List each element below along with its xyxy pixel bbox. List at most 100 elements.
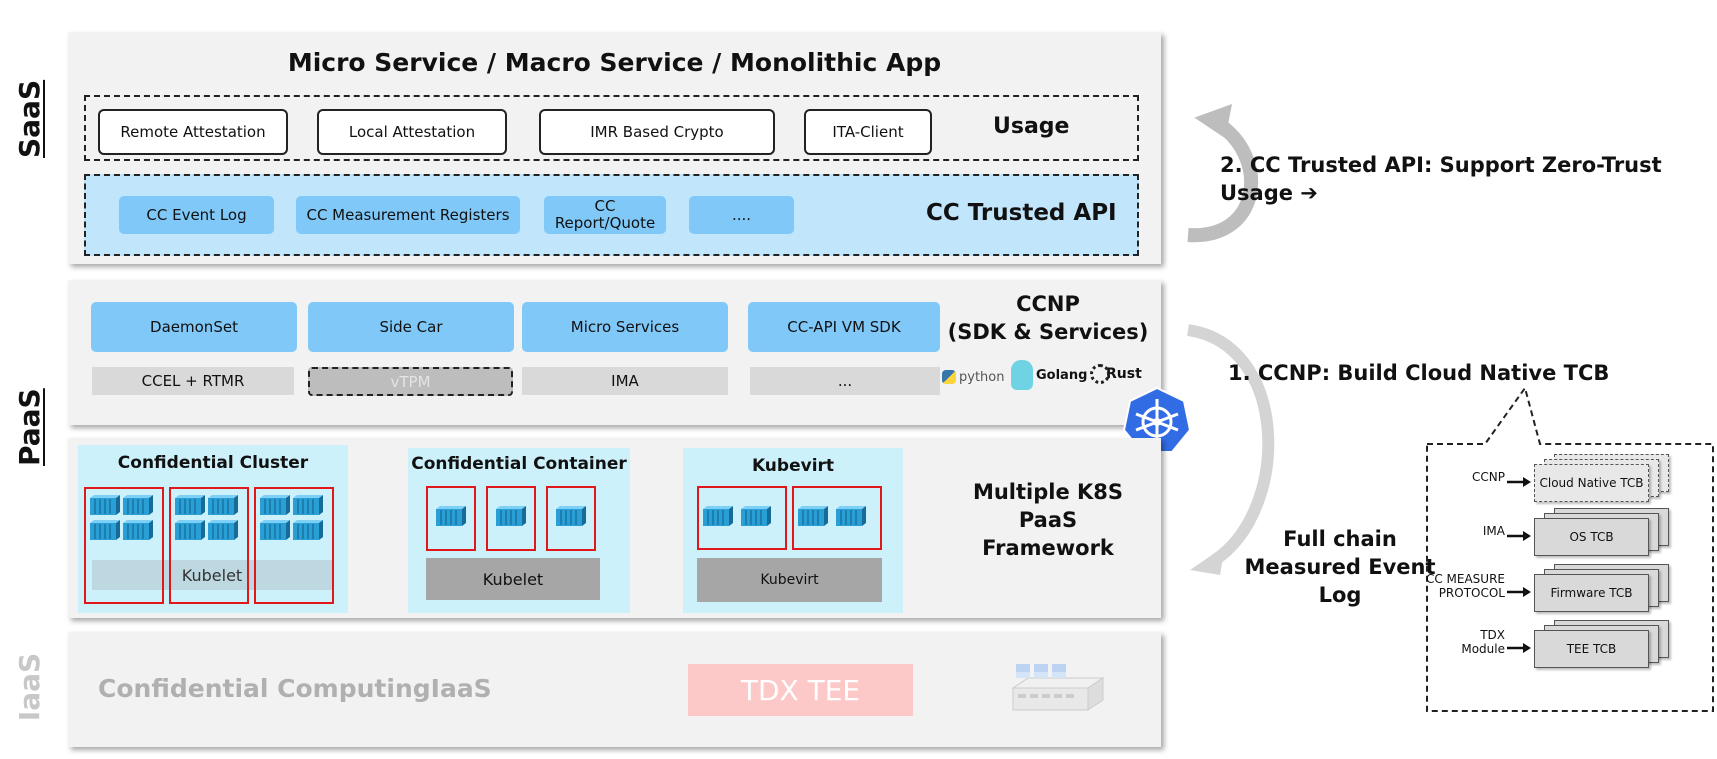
container-icon [836,506,866,528]
ccnp-curve-arrow [1186,324,1275,565]
cc-report-quote-button[interactable]: CC Report/Quote [544,196,666,234]
k8s-panel: Confidential Cluster Kubelet Confidentia… [68,438,1161,618]
rust-label: Rust [1106,366,1142,382]
cc-trusted-api-box: CC Event Log CC Measurement Registers CC… [84,174,1139,256]
ccnp-note: 1. CCNP: Build Cloud Native TCB [1228,361,1610,385]
container-icon [293,520,323,542]
layer-label-paas: PaaS [13,388,46,466]
tcb-box-label: Firmware TCB [1550,586,1633,600]
api-note-line2: Usage ➔ [1220,181,1318,205]
container-icon [90,520,120,542]
kubevirt-title: Kubevirt [751,456,835,476]
full-chain-line3: Log [1318,583,1362,607]
tcb-callout [1426,388,1714,712]
tcb-row-label: CCNP [1472,470,1505,484]
iaas-panel: Confidential ComputingIaaS TDX TEE [68,632,1161,747]
cc-event-log-button[interactable]: CC Event Log [119,196,274,234]
ima-box: IMA [522,367,728,395]
container-icon [496,506,526,528]
side-car-button[interactable]: Side Car [308,302,514,352]
tcb-stack-box: Cloud Native TCB [1534,454,1684,506]
more-api-button[interactable]: .... [689,196,794,234]
api-arrow-head [1194,104,1233,139]
python-logo: python [942,366,1004,388]
tcb-row-label: IMA [1482,524,1505,538]
container-icon [798,506,828,528]
api-curve-arrow [1187,119,1259,243]
container-icon [208,495,238,517]
ccnp-arrow-head [1190,546,1225,575]
kubevirt-base: Kubevirt [697,558,882,602]
container-icon [703,506,733,528]
ccel-rtmr-box: CCEL + RTMR [92,367,294,395]
layer-label-saas: SaaS [13,79,46,158]
python-label: python [959,369,1005,385]
container-group-3 [254,487,334,604]
ccnp-panel: DaemonSet Side Car Micro Services CC-API… [68,280,1161,425]
cc-trusted-api-label: CC Trusted API [926,200,1117,226]
api-note: 2. CC Trusted API: Support Zero-Trust Us… [1220,151,1662,207]
container-box-3 [546,486,596,551]
confidential-cluster-title: Confidential Cluster [117,453,309,473]
rust-gear-icon [1090,364,1110,384]
golang-label: Golang [1036,368,1088,383]
tcb-arrow-icon [1507,526,1531,541]
tcb-arrow-icon [1507,582,1531,597]
ccnp-title: CCNP (SDK & Services) [938,290,1158,346]
container-group-1 [84,487,164,604]
container-icon [260,495,290,517]
vm-box-2 [792,486,882,550]
tcb-arrow-icon [1507,638,1531,653]
k8s-label-line2: PaaS [1018,508,1078,532]
python-icon [942,370,956,384]
rust-logo: Rust [1090,364,1142,384]
vm-box-1 [697,486,787,550]
k8s-label-line1: Multiple K8S [972,480,1124,504]
tcb-row-label: TDX Module [1461,628,1505,656]
kubevirt-cluster: Kubevirt Kubevirt [683,448,903,613]
usage-box: Remote Attestation Local Attestation IMR… [84,95,1139,161]
container-icon [175,495,205,517]
container-icon [90,495,120,517]
iaas-title: Confidential ComputingIaaS [98,674,492,703]
container-icon [175,520,205,542]
cc-measurement-registers-button[interactable]: CC Measurement Registers [296,196,520,234]
more-ccnp-box: ... [750,367,940,395]
tcb-box-label: TEE TCB [1566,642,1617,656]
container-box-1 [426,486,476,551]
container-icon [293,495,323,517]
remote-attestation-button[interactable]: Remote Attestation [98,109,288,155]
tcb-box-label: Cloud Native TCB [1539,476,1644,490]
imr-crypto-button[interactable]: IMR Based Crypto [539,109,775,155]
tcb-row-label: CC MEASURE PROTOCOL [1425,572,1505,600]
k8s-framework-label: Multiple K8S PaaS Framework [948,478,1148,562]
ita-client-button[interactable]: ITA-Client [804,109,932,155]
local-attestation-button[interactable]: Local Attestation [317,109,507,155]
ccnp-title-line2: (SDK & Services) [947,320,1149,344]
layer-label-iaas: IaaS [13,652,46,722]
cc-api-vm-sdk-button[interactable]: CC-API VM SDK [748,302,940,352]
container-icon [556,506,586,528]
container-group-2 [169,487,249,604]
tcb-stack-box: Firmware TCB [1534,564,1684,616]
cluster-kubelet: Kubelet [92,560,332,590]
container-icon [208,520,238,542]
k8s-label-line3: Framework [982,536,1114,560]
ccnp-title-line1: CCNP [1016,292,1080,316]
golang-gopher-icon [1011,360,1033,390]
confidential-container: Confidential Container Kubelet [408,448,630,613]
vtpm-box: vTPM [308,367,513,396]
tcb-arrow-icon [1507,472,1531,487]
container-icon [260,520,290,542]
micro-services-button[interactable]: Micro Services [522,302,728,352]
confidential-cluster: Confidential Cluster Kubelet [78,445,348,613]
tcb-stack-box: TEE TCB [1534,620,1684,672]
daemonset-button[interactable]: DaemonSet [91,302,297,352]
container-kubelet: Kubelet [426,558,600,600]
container-icon [436,506,466,528]
tcb-box-label: OS TCB [1569,530,1614,544]
saas-panel: Micro Service / Macro Service / Monolith… [68,32,1161,264]
container-icon [741,506,771,528]
confidential-container-title: Confidential Container [411,454,627,474]
container-box-2 [486,486,536,551]
